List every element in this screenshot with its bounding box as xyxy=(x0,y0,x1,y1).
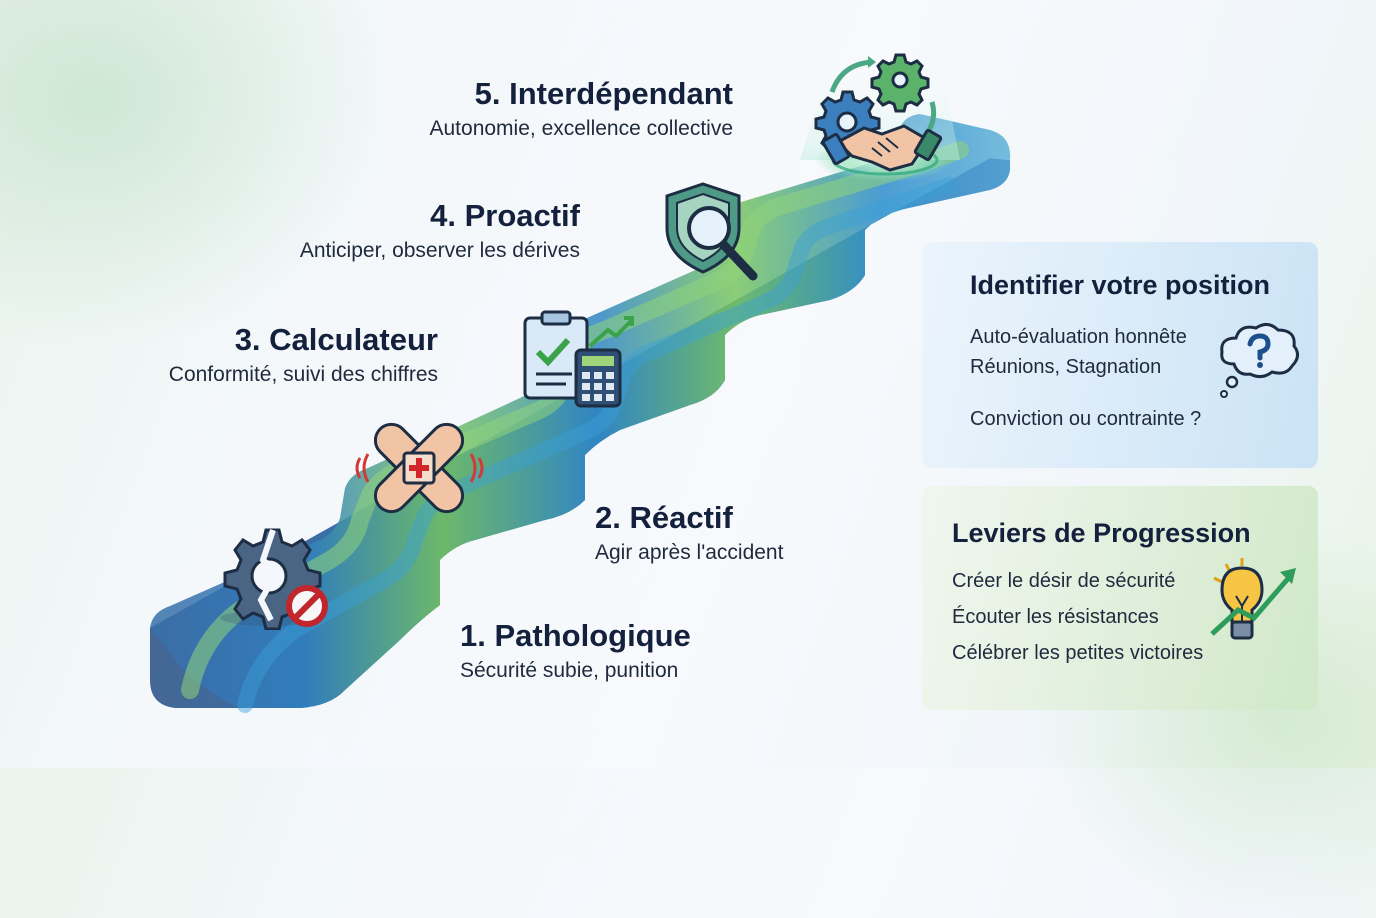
levers-panel-title: Leviers de Progression xyxy=(952,518,1251,548)
level-1-title: 1. Pathologique xyxy=(460,618,691,653)
level-5-title: 5. Interdépendant xyxy=(474,76,733,111)
level-2-subtitle: Agir après l'accident xyxy=(595,541,784,564)
level-4-label: 4. Proactif Anticiper, observer les déri… xyxy=(300,198,580,264)
progression-levers-panel: Leviers de Progression Créer le désir de… xyxy=(922,486,1318,710)
identify-position-panel: Identifier votre position Auto-évaluatio… xyxy=(922,242,1318,468)
identify-line-1: Auto-évaluation honnête xyxy=(970,326,1187,348)
level-2-label: 2. Réactif Agir après l'accident xyxy=(595,500,783,566)
level-1-label: 1. Pathologique Sécurité subie, punition xyxy=(460,618,691,684)
level-3-label: 3. Calculateur Conformité, suivi des chi… xyxy=(169,322,438,388)
identify-line-3: Conviction ou contrainte ? xyxy=(970,408,1202,430)
clipboard-calculator-icon xyxy=(523,310,634,408)
broken-gear-prohibited-icon xyxy=(220,528,328,630)
identify-line-2: Réunions, Stagnation xyxy=(970,356,1162,378)
levers-line-2: Écouter les résistances xyxy=(952,606,1159,628)
levers-line-3: Célébrer les petites victoires xyxy=(952,642,1204,664)
gears-handshake-icon xyxy=(814,53,943,172)
thought-bubble-question-icon xyxy=(1220,323,1299,398)
identify-panel-title: Identifier votre position xyxy=(970,270,1271,300)
level-4-subtitle: Anticiper, observer les dérives xyxy=(299,239,580,262)
level-1-subtitle: Sécurité subie, punition xyxy=(460,659,679,682)
levers-line-1: Créer le désir de sécurité xyxy=(952,570,1176,592)
shield-magnifier-icon xyxy=(665,182,758,281)
level-3-title: 3. Calculateur xyxy=(234,322,438,357)
level-5-label: 5. Interdépendant Autonomie, excellence … xyxy=(430,76,734,142)
bandage-cross-icon xyxy=(355,422,484,514)
level-2-title: 2. Réactif xyxy=(595,500,733,535)
lightbulb-growth-icon xyxy=(1210,558,1296,640)
level-5-subtitle: Autonomie, excellence collective xyxy=(429,117,734,140)
level-3-subtitle: Conformité, suivi des chiffres xyxy=(168,363,438,386)
level-4-title: 4. Proactif xyxy=(430,198,580,233)
